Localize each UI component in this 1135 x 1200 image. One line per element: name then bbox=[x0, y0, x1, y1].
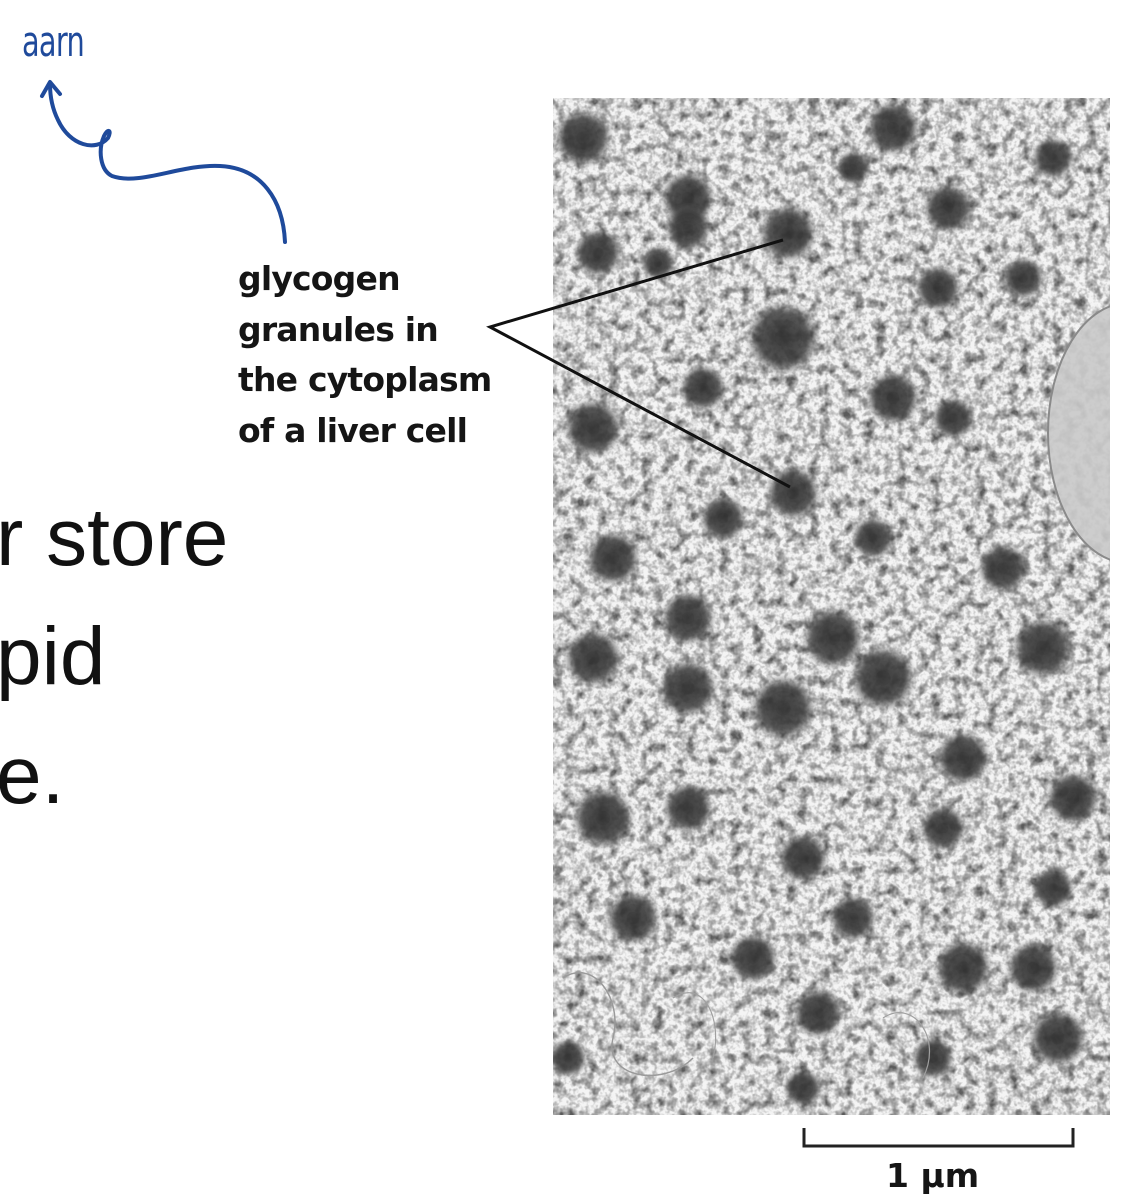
slide-text-line: e. bbox=[0, 730, 65, 821]
slide-text-line: pid bbox=[0, 611, 106, 702]
slide-text-line: r store bbox=[0, 492, 229, 583]
scale-bar-label: 1 µm bbox=[886, 1156, 980, 1195]
figure-label-line: granules in bbox=[238, 309, 439, 349]
figure-label-line: glycogen bbox=[238, 259, 401, 298]
micrograph-texture bbox=[553, 98, 1110, 1115]
handwritten-annotation: aarn bbox=[22, 18, 85, 67]
slide-body-text: r store pid e. bbox=[0, 478, 228, 835]
electron-micrograph bbox=[553, 98, 1110, 1115]
figure-label-line: of a liver cell bbox=[238, 410, 468, 450]
figure-label: glycogen granules in the cytoplasm of a … bbox=[238, 254, 492, 456]
figure-label-line: the cytoplasm bbox=[238, 360, 492, 399]
